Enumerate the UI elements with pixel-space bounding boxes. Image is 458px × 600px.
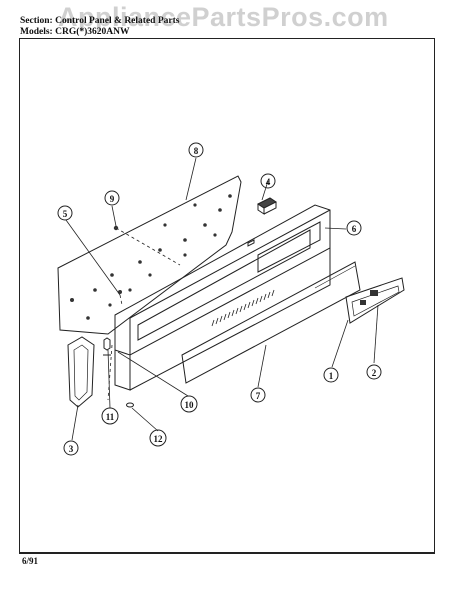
- callout-9: 9: [104, 190, 120, 206]
- callout-3-label: 3: [69, 444, 74, 454]
- section-label: Section:: [20, 16, 53, 26]
- callout-1-label: 1: [329, 371, 334, 381]
- switch-part: [257, 197, 277, 215]
- small-hardware: [103, 225, 134, 408]
- callout-4-label: 4: [266, 177, 271, 187]
- models-label: Models:: [20, 27, 53, 37]
- leader-lines: [65, 157, 379, 441]
- callout-10: 10: [180, 395, 198, 413]
- callout-12: 12: [149, 429, 167, 447]
- callout-1: 1: [323, 367, 339, 383]
- end-cap: [67, 336, 95, 408]
- callout-12-label: 12: [154, 434, 164, 444]
- callout-7-label: 7: [256, 391, 261, 401]
- callout-6: 6: [346, 220, 362, 236]
- callout-5-label: 5: [63, 209, 68, 219]
- callout-8: 8: [188, 142, 204, 158]
- footer-rule: [19, 553, 435, 554]
- callout-11-label: 11: [106, 412, 115, 422]
- models-line: Models: CRG(*)3620ANW: [20, 27, 130, 37]
- callouts: 1 2 3 4 5 6 7 8 9 10 11 12: [57, 142, 382, 456]
- footer-date: 6/91: [22, 556, 39, 566]
- section-line: Section: Control Panel & Related Parts: [20, 16, 179, 26]
- section-value: Control Panel & Related Parts: [55, 16, 180, 26]
- callout-8-label: 8: [194, 146, 199, 156]
- callout-2-label: 2: [372, 368, 377, 378]
- callout-5: 5: [57, 205, 73, 221]
- callout-7: 7: [250, 387, 266, 403]
- callout-9-label: 9: [110, 194, 115, 204]
- models-value: CRG(*)3620ANW: [55, 27, 130, 37]
- back-panel-plate: [57, 175, 242, 335]
- callout-10-label: 10: [185, 400, 195, 410]
- control-bracket: [345, 277, 405, 324]
- callout-2: 2: [366, 364, 382, 380]
- trim-overlay: [181, 261, 361, 384]
- callout-11: 11: [101, 407, 119, 425]
- watermark: AppliancePartsPros.com: [58, 2, 389, 32]
- callout-4: 4: [260, 173, 276, 189]
- vent-slots: [211, 289, 275, 327]
- diagram-frame: [19, 38, 435, 553]
- callout-3: 3: [63, 440, 79, 456]
- control-panel-housing: [114, 204, 331, 391]
- callout-6-label: 6: [352, 224, 357, 234]
- alignment-lines: [107, 227, 181, 401]
